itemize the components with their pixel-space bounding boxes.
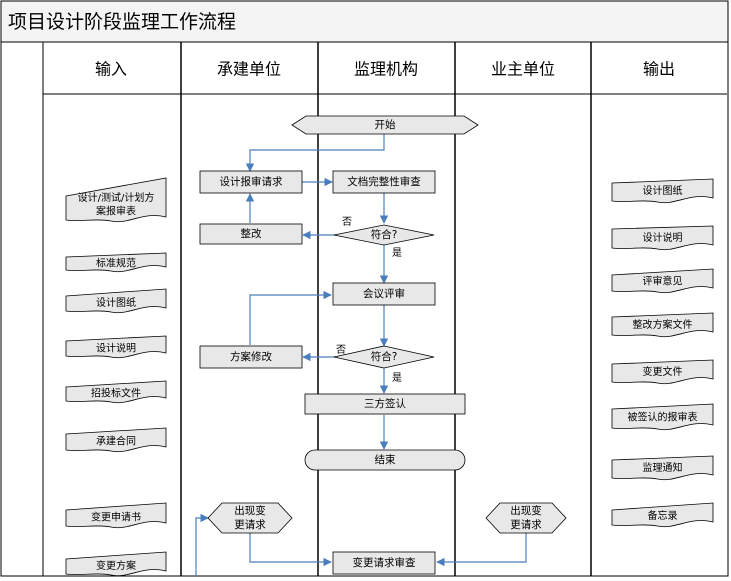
- change-review-box-label: 变更请求审查: [353, 556, 416, 569]
- output-document-label: 变更文件: [643, 365, 683, 378]
- output-document-label: 被签认的报审表: [628, 410, 698, 423]
- meeting-review-box: [332, 282, 436, 306]
- contractor-change-request-label: 出现变更请求: [234, 504, 266, 531]
- input-document: [65, 380, 167, 404]
- completeness-review-box-label: 文档完整性审查: [347, 175, 421, 188]
- meeting-review-box-label: 会议评审: [363, 287, 405, 300]
- connector-owner-change: [436, 533, 527, 567]
- lane-header: 输入: [95, 60, 127, 79]
- decision-1-no-label: 否: [342, 216, 352, 228]
- shapes-group: 设计/测试/计划方案报审表标准规范设计图纸设计说明招投标文件承建合同变更申请书变…: [65, 115, 714, 577]
- input-document: [65, 177, 167, 223]
- lane-header: 业主单位: [491, 60, 555, 79]
- output-document-label: 评审意见: [643, 274, 683, 287]
- owner-change-request-label: 出现变更请求: [510, 504, 542, 531]
- tripartite-sign-box: [304, 393, 466, 415]
- output-document: [611, 502, 714, 528]
- title-bar: [0, 0, 729, 43]
- change-review-box: [332, 551, 436, 575]
- input-document-label: 招投标文件: [91, 386, 141, 399]
- input-document: [65, 252, 167, 273]
- connector-start-to-submit: [245, 134, 385, 172]
- output-document: [611, 225, 714, 251]
- tripartite-sign-box-label: 三方签认: [364, 397, 406, 410]
- output-document-label: 设计说明: [643, 230, 683, 243]
- plan-revise-box-label: 方案修改: [230, 350, 272, 363]
- decision-1-yes-label: 是: [392, 247, 402, 259]
- start-node: [291, 115, 479, 135]
- input-document-label: 标准规范: [96, 256, 136, 269]
- completeness-review-box: [332, 170, 436, 194]
- output-document-label: 备忘录: [648, 508, 678, 521]
- output-document: [611, 312, 714, 338]
- output-document: [611, 403, 714, 431]
- input-document: [65, 335, 167, 359]
- lane-header: 承建单位: [217, 60, 281, 79]
- input-document: [65, 502, 167, 529]
- connectors-group: [195, 134, 527, 576]
- decision-2-no-label: 否: [336, 344, 346, 356]
- decision-2-yes-label: 是: [392, 372, 402, 384]
- decision-2-diamond-label: 符合?: [371, 350, 398, 363]
- end-node-label: 结束: [375, 453, 396, 466]
- connector-loop-to-change: [195, 513, 209, 576]
- input-document: [65, 427, 167, 453]
- output-document-label: 整改方案文件: [633, 318, 693, 331]
- output-document-label: 设计图纸: [643, 184, 683, 197]
- decision-1-diamond-label: 符合?: [371, 228, 398, 241]
- input-document-label: 设计图纸: [96, 295, 136, 308]
- owner-change-request: [485, 502, 567, 534]
- input-document: [65, 288, 167, 314]
- output-document: [611, 268, 714, 294]
- output-document: [611, 359, 714, 385]
- connector-contractor-change: [249, 533, 332, 567]
- input-document-label: 变更申请书: [91, 510, 141, 523]
- decision-1-diamond: [333, 224, 435, 246]
- output-document: [611, 178, 714, 204]
- input-document-label: 设计说明: [96, 341, 136, 354]
- input-document-label: 变更方案: [96, 558, 136, 571]
- start-node-label: 开始: [375, 118, 396, 131]
- input-document: [65, 551, 167, 577]
- contractor-change-request: [207, 502, 293, 534]
- plan-revise-box: [199, 345, 303, 369]
- connector-revise-to-meeting: [249, 290, 332, 345]
- diagram-title: 项目设计阶段监理工作流程: [8, 11, 236, 33]
- output-document-label: 监理通知: [643, 461, 683, 474]
- end-node: [304, 449, 466, 471]
- rectify-box: [199, 223, 303, 245]
- output-document: [611, 455, 714, 481]
- decision-2-diamond: [333, 345, 435, 369]
- submit-request-box: [199, 170, 303, 194]
- input-document-label: 设计/测试/计划方案报审表: [78, 190, 155, 217]
- rectify-box-label: 整改: [241, 227, 262, 240]
- submit-request-box-label: 设计报审请求: [220, 175, 283, 188]
- input-document-label: 承建合同: [96, 434, 136, 447]
- lane-header: 监理机构: [354, 60, 418, 79]
- lane-header: 输出: [643, 60, 675, 79]
